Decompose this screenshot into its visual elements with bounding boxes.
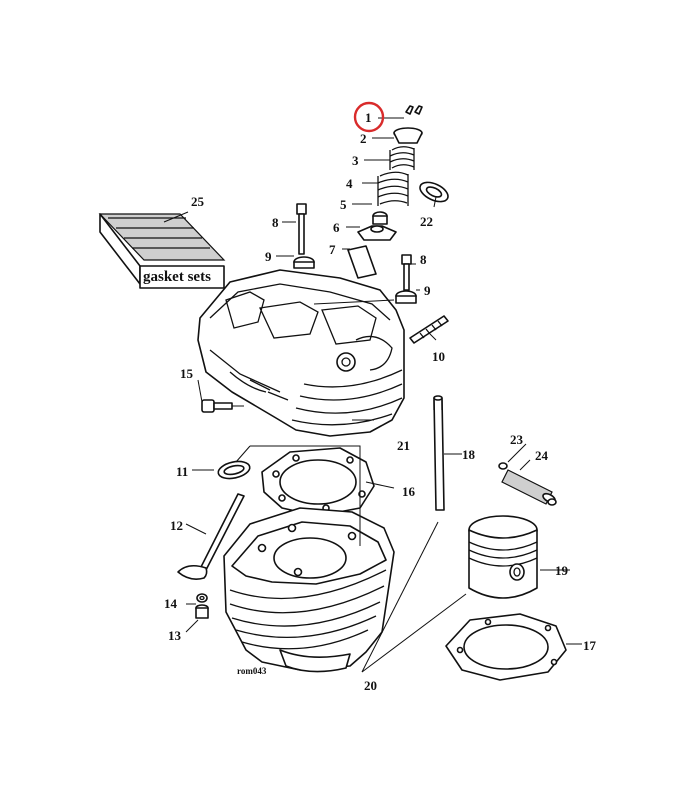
valve-cover-seal <box>419 181 449 203</box>
callout-9-left: 9 <box>265 249 272 264</box>
diagram-code: rom043 <box>237 666 267 676</box>
callout-8-right: 8 <box>420 252 427 267</box>
callout-12: 12 <box>170 518 183 533</box>
callout-9-right: 9 <box>424 283 431 298</box>
callout-23: 23 <box>510 432 524 447</box>
callout-17: 17 <box>583 638 597 653</box>
piston-pin-clip-right <box>547 498 557 506</box>
outer-valve-spring <box>377 171 409 206</box>
piston <box>468 515 538 599</box>
head-washer-right <box>395 290 417 304</box>
gasket-set-box <box>98 213 226 289</box>
exhaust-port-gasket <box>217 460 251 480</box>
head-gasket <box>261 447 375 517</box>
callout-6: 6 <box>333 220 340 235</box>
callout-5: 5 <box>340 197 347 212</box>
piston-pin <box>501 469 556 505</box>
pushrod <box>433 395 445 511</box>
head-bolt-left <box>296 203 307 255</box>
head-stud <box>409 315 449 344</box>
callout-16: 16 <box>402 484 416 499</box>
callout-15: 15 <box>180 366 194 381</box>
callout-24: 24 <box>535 448 549 463</box>
callout-4: 4 <box>346 176 353 191</box>
head-washer-left <box>293 256 315 269</box>
lower-spring-collar <box>357 225 397 241</box>
cylinder <box>223 507 395 673</box>
valve-guide <box>347 245 377 279</box>
valve <box>177 493 245 580</box>
callout-20: 20 <box>364 678 377 693</box>
callout-13: 13 <box>168 628 182 643</box>
callout-22: 22 <box>420 214 433 229</box>
callout-8-left: 8 <box>272 215 279 230</box>
inner-valve-spring <box>389 146 415 170</box>
valve-keepers <box>405 105 423 115</box>
callout-18: 18 <box>462 447 476 462</box>
callout-1: 1 <box>365 110 372 125</box>
cylinder-head <box>197 269 405 437</box>
valve-guide-seal-ring <box>196 593 208 603</box>
callout-10: 10 <box>432 349 445 364</box>
callout-1-highlight <box>353 101 385 133</box>
callout-2: 2 <box>360 131 367 146</box>
gasket-sets-label: gasket sets <box>143 269 211 285</box>
callout-7: 7 <box>329 242 336 257</box>
head-bolt-right <box>401 254 412 291</box>
valve-seal <box>372 211 388 225</box>
callout-14: 14 <box>164 596 178 611</box>
cylinder-base-gasket <box>445 613 567 681</box>
valve-spring-collar <box>393 127 423 144</box>
callout-3: 3 <box>352 153 359 168</box>
leader-lines <box>163 117 582 673</box>
head-oil-fitting <box>201 399 244 413</box>
piston-pin-clip-left <box>498 462 508 470</box>
valve-guide-small <box>195 604 209 619</box>
callout-19: 19 <box>555 563 569 578</box>
callout-11: 11 <box>176 464 188 479</box>
callout-25: 25 <box>191 194 205 209</box>
callout-21: 21 <box>397 438 410 453</box>
